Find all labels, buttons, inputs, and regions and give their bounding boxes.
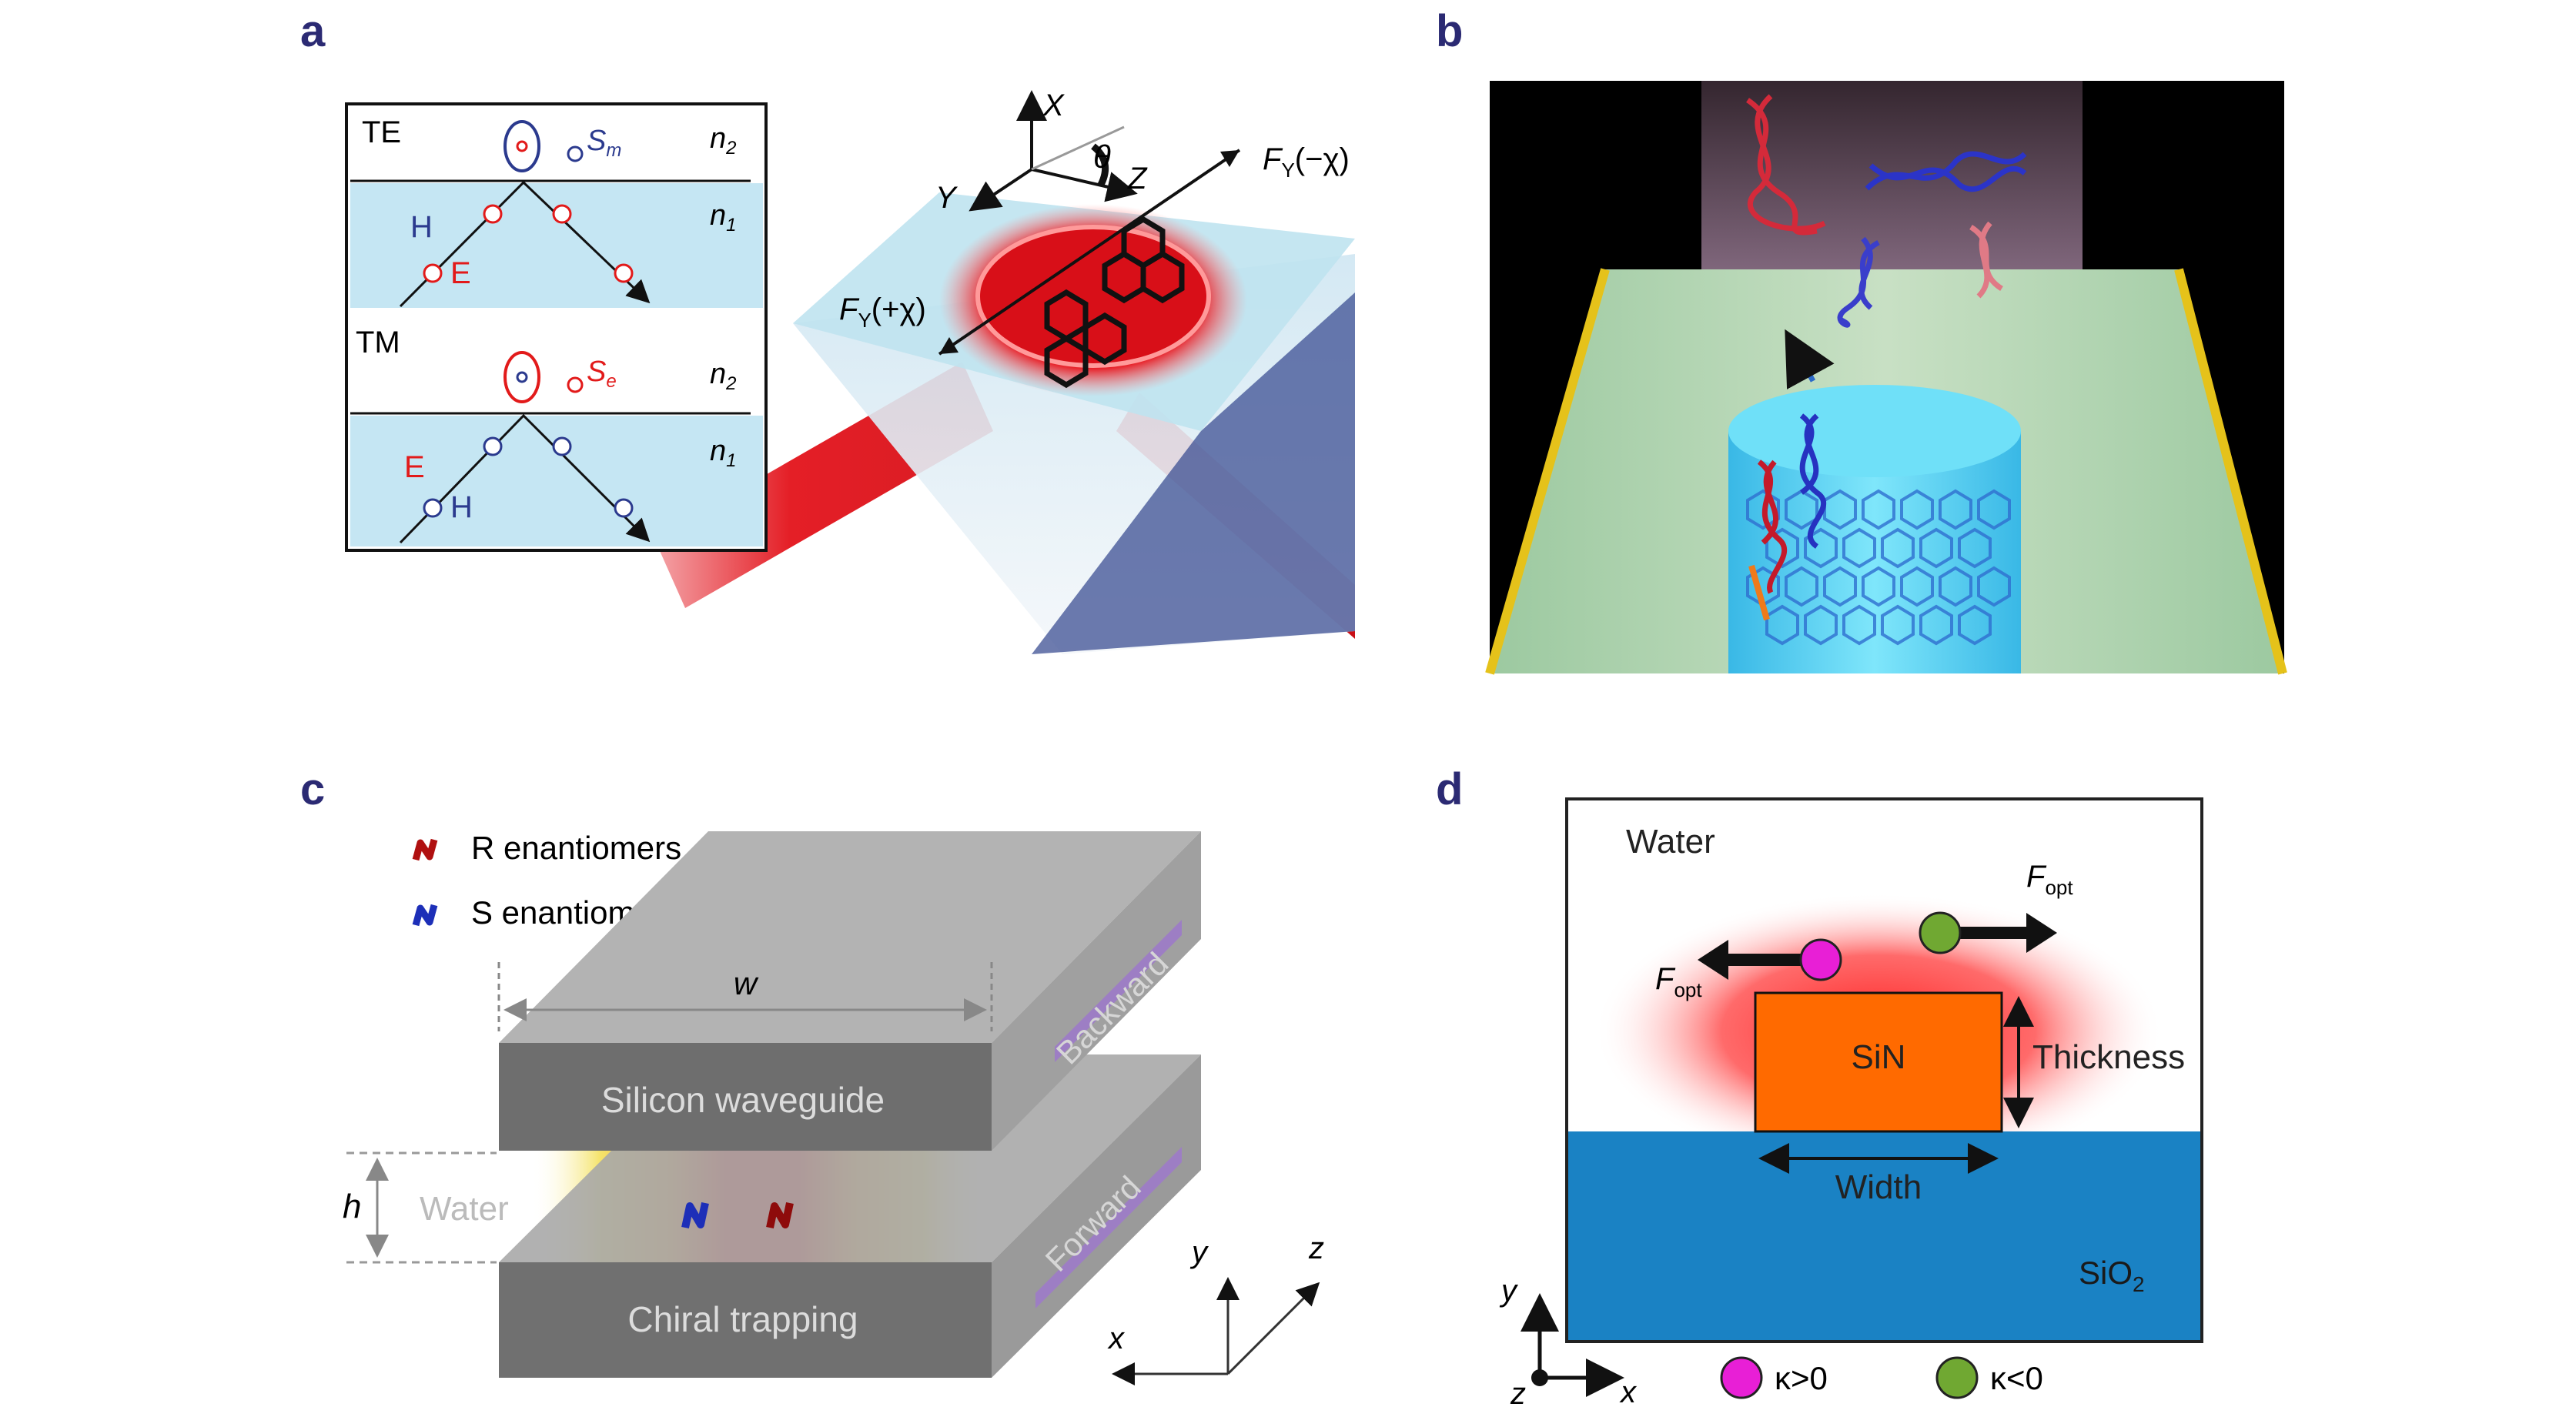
upper-slab-side [992, 831, 1201, 1151]
force-arrowhead-plus [939, 337, 958, 354]
axis-c-y: y [1189, 1235, 1209, 1269]
axis-d-z: z [1510, 1377, 1526, 1407]
gold-rail-right [2174, 268, 2287, 675]
panel-c-label: c [300, 764, 325, 814]
upper-slab-top [499, 831, 1201, 1043]
axis-z-label: Z [1127, 162, 1148, 196]
te-n2-label: n2 [710, 122, 737, 159]
panel-c: c R enantiomers S enantiomers Silicon wa… [300, 764, 1324, 1385]
chiral-molecule-right [1102, 216, 1185, 304]
sio2-substrate [1568, 1131, 2200, 1340]
dna-helix-blue-trapped [1799, 413, 1826, 549]
te-core-layer [350, 183, 763, 308]
legend-kappa-pos-marker [1720, 1356, 1763, 1399]
backward-arrow-band [1055, 920, 1182, 1062]
axis-d-y: y [1499, 1274, 1519, 1308]
prism-side-face [1032, 292, 1355, 654]
te-ray-path [399, 180, 651, 308]
legend-kappa-neg: κ<0 [1990, 1360, 2043, 1396]
gold-rail-left [1485, 268, 1610, 675]
dna-helix-red-trapped [1757, 460, 1787, 594]
orange-force-arrow [1748, 564, 1770, 621]
prism-scene: X Y Z θ FY(−χ) FY(+χ) [654, 89, 1355, 654]
legend-r-enantiomers: R enantiomers [471, 830, 681, 866]
s-enantiomer-icon [412, 904, 438, 927]
axis-d-x: x [1619, 1375, 1638, 1407]
blue-force-arrow [1785, 329, 1835, 389]
force-minus-label: FY(−χ) [1263, 142, 1350, 182]
upper-slab-front [499, 1043, 992, 1151]
te-e-label: E [450, 256, 471, 290]
chiral-molecule-left [1044, 289, 1127, 389]
panel-a: a [300, 6, 1355, 654]
tm-h-label: H [450, 490, 473, 524]
axis-c-z: z [1308, 1232, 1324, 1265]
chiral-trapping-label: Chiral trapping [627, 1299, 858, 1339]
kappa-positive-particle [1799, 938, 1842, 981]
tm-n1-label: n1 [710, 435, 737, 471]
theta-label: θ [1093, 139, 1111, 175]
width-label: Width [1835, 1168, 1922, 1206]
force-plus-label: FY(+χ) [839, 292, 926, 332]
trapped-s-enantiomer [681, 1201, 709, 1229]
tm-se-label: Se [587, 356, 617, 392]
axis-c-x: x [1107, 1322, 1126, 1355]
tm-ray-path [399, 413, 651, 544]
sio2-label: SiO2 [2079, 1255, 2145, 1296]
tm-e-label: E [404, 450, 425, 484]
nanotube-top [1728, 385, 2021, 477]
water-label-d: Water [1626, 823, 1715, 861]
sin-waveguide [1754, 991, 2003, 1133]
dna-helix-blue-1 [1865, 151, 2027, 192]
force-arrowhead-minus [1220, 150, 1239, 167]
axes-xyz: X Y Z θ [935, 89, 1148, 215]
w-label: w [734, 965, 759, 1001]
axes-d: y x z [1499, 1274, 1638, 1407]
thickness-label: Thickness [2032, 1038, 2185, 1076]
axes-c: y x z [1107, 1232, 1324, 1385]
dna-helix-red-2 [1969, 221, 2003, 299]
forward-arrow-band [1035, 1147, 1182, 1308]
tm-n2-label: n2 [710, 358, 737, 394]
trapped-r-enantiomer [766, 1201, 794, 1229]
kappa-negative-particle [1919, 911, 1962, 954]
dna-helix-red-1 [1746, 94, 1826, 236]
te-n1-label: n1 [710, 199, 737, 236]
te-h-label: H [410, 210, 433, 244]
force-axis-line [938, 149, 1241, 356]
legend-kappa-neg-marker [1935, 1356, 1979, 1399]
tm-spin-loop-icon [503, 351, 540, 403]
lower-slab-front [499, 1262, 992, 1378]
sin-label: SiN [1852, 1038, 1906, 1076]
panel-d-label: d [1436, 764, 1463, 814]
axis-x-label: X [1042, 89, 1065, 122]
te-spin-loop-icon [503, 120, 540, 172]
panel-b: b [1436, 6, 2287, 675]
dna-helix-blue-2 [1837, 236, 1880, 328]
nanotube-hexagons [1746, 489, 2011, 646]
z-axis-dot [1531, 1369, 1548, 1386]
fopt-left-label: Fopt [1655, 962, 1702, 1001]
axis-y-label: Y [935, 181, 958, 215]
panel-a-label: a [300, 6, 326, 56]
fopt-right-label: Fopt [2026, 860, 2073, 899]
theta-arc [1091, 143, 1109, 187]
silicon-waveguide-label: Silicon waveguide [601, 1080, 885, 1120]
panel-b-label: b [1436, 6, 1463, 56]
legend-kappa-pos: κ>0 [1775, 1360, 1828, 1396]
te-tm-inset: TE Sm n2 n1 H E TM Se n2 n1 [345, 102, 768, 552]
tm-label: TM [356, 326, 400, 359]
panel-d: d SiN Water SiO2 Thickness Width Fopt Fo… [1436, 764, 2203, 1407]
te-sm-cross-icon [567, 145, 584, 162]
te-label: TE [362, 115, 401, 149]
tm-se-cross-icon [567, 376, 584, 393]
r-enantiomer-icon [412, 838, 438, 861]
water-label-c: Water [420, 1190, 509, 1228]
te-sm-label: Sm [587, 125, 621, 161]
h-label: h [343, 1188, 361, 1225]
